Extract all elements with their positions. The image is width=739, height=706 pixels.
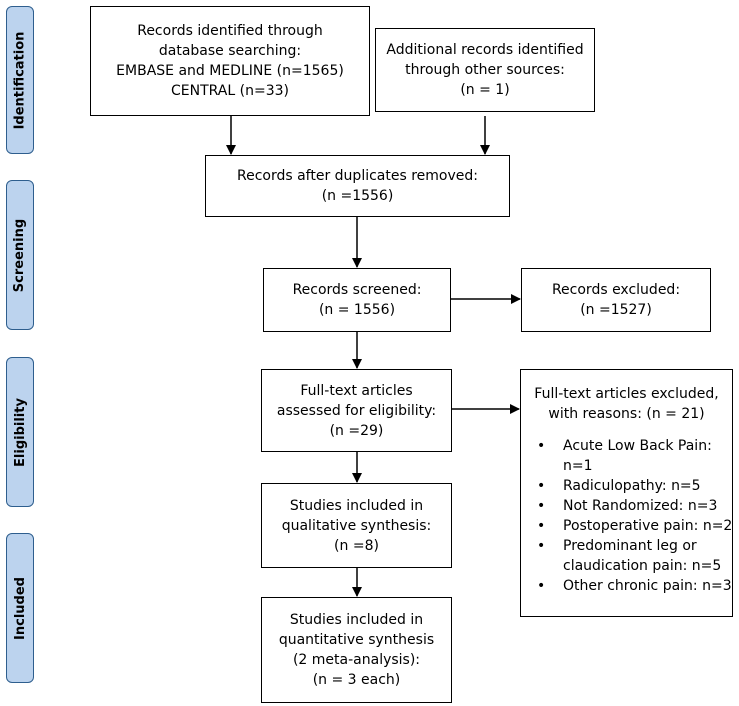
- phase-eligibility: Eligibility: [6, 357, 34, 507]
- box-line: (n = 3 each): [312, 672, 401, 688]
- box-database-search: Records identified through database sear…: [90, 6, 370, 116]
- box-line: Records screened:: [292, 282, 422, 298]
- box-records-screened: Records screened: (n = 1556): [263, 268, 451, 332]
- box-fulltext-assessed: Full-text articles assessed for eligibil…: [261, 369, 452, 452]
- box-line: assessed for eligibility:: [276, 402, 437, 419]
- box-line: database searching:: [158, 43, 302, 59]
- exclusion-reason: Not Randomized: n=3: [537, 496, 726, 516]
- box-other-sources: Additional records identified through ot…: [375, 28, 595, 112]
- box-line: (n = 1556): [318, 302, 396, 318]
- box-after-duplicates: Records after duplicates removed: (n =15…: [205, 155, 510, 217]
- exclusion-reason: Predominant leg or claudication pain: n=…: [537, 536, 726, 576]
- exclusion-reason: Postoperative pain: n=2: [537, 516, 733, 536]
- box-line: qualitative synthesis:: [281, 517, 432, 534]
- box-records-excluded: Records excluded: (n =1527): [521, 268, 711, 332]
- box-line: (n =29): [329, 422, 384, 439]
- box-line: Records identified through: [137, 23, 323, 39]
- box-line: quantitative synthesis: [278, 632, 435, 648]
- box-quantitative-synthesis: Studies included in quantitative synthes…: [261, 597, 452, 703]
- box-line: Full-text articles: [300, 382, 413, 399]
- box-line: CENTRAL (n=33): [171, 83, 289, 99]
- box-line: EMBASE and MEDLINE (n=1565): [116, 63, 344, 79]
- box-line: Studies included in: [289, 612, 424, 628]
- reason-line: Predominant leg or: [563, 538, 697, 554]
- phase-screening-label: Screening: [12, 218, 28, 292]
- box-line: (n = 1): [460, 82, 510, 98]
- box-line: through other sources:: [405, 62, 565, 78]
- box-line: (n =8): [334, 537, 379, 554]
- exclusion-reason: Acute Low Back Pain: n=1: [537, 436, 726, 476]
- exclusion-reason: Radiculopathy: n=5: [537, 476, 726, 496]
- box-line: with reasons: (n = 21): [548, 406, 705, 422]
- reason-line: claudication pain: n=5: [563, 558, 722, 574]
- box-line: Records after duplicates removed:: [236, 168, 478, 184]
- box-line: (2 meta-analysis):: [292, 652, 421, 668]
- reason-line: Radiculopathy: n=5: [563, 478, 701, 494]
- box-line: Full-text articles excluded,: [534, 386, 719, 402]
- reason-line: Not Randomized: n=3: [563, 498, 718, 514]
- box-line: Additional records identified: [386, 42, 584, 58]
- phase-eligibility-label: Eligibility: [12, 397, 28, 467]
- reason-line: Other chronic pain: n=3: [563, 578, 732, 594]
- phase-included: Included: [6, 533, 34, 683]
- box-line: Records excluded:: [551, 282, 681, 298]
- phase-identification-label: Identification: [12, 31, 28, 129]
- phase-identification: Identification: [6, 6, 34, 154]
- box-line: Studies included in: [289, 497, 424, 514]
- exclusion-reason: Other chronic pain: n=3: [537, 576, 732, 596]
- phase-screening: Screening: [6, 180, 34, 330]
- reason-line: n=1: [563, 458, 593, 474]
- box-fulltext-excluded: Full-text articles excluded, with reason…: [520, 369, 733, 617]
- exclusion-reasons-list: Acute Low Back Pain: n=1 Radiculopathy: …: [527, 436, 733, 596]
- box-line: (n =1556): [321, 188, 394, 204]
- phase-included-label: Included: [12, 576, 28, 640]
- box-qualitative-synthesis: Studies included in qualitative synthesi…: [261, 483, 452, 568]
- reason-line: Acute Low Back Pain:: [563, 438, 712, 454]
- reason-line: Postoperative pain: n=2: [563, 518, 733, 534]
- box-line: (n =1527): [580, 302, 652, 318]
